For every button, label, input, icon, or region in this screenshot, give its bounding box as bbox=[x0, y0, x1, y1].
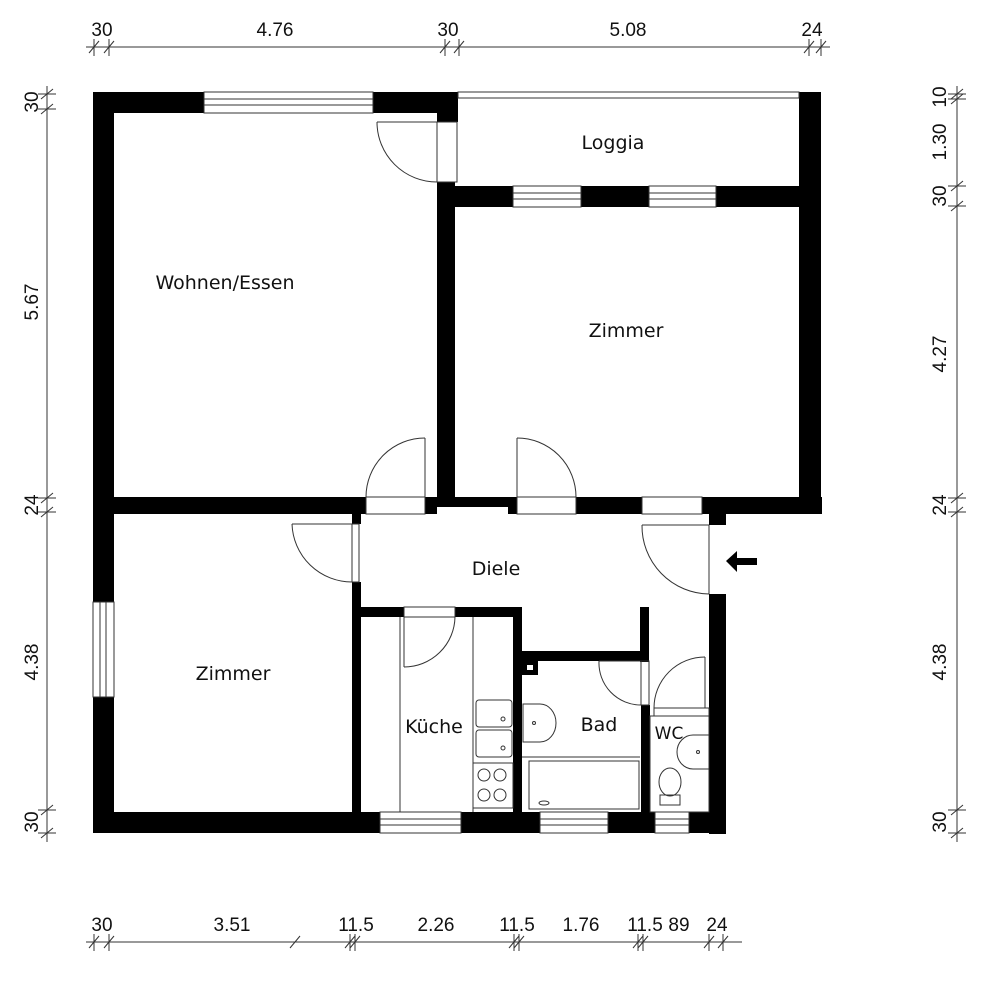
room-label-wohnen: Wohnen/Essen bbox=[155, 272, 294, 294]
room-label-loggia: Loggia bbox=[582, 132, 645, 154]
dim-bottom-8: 24 bbox=[706, 915, 728, 936]
dimension-left bbox=[38, 86, 56, 842]
door-zimmer-left bbox=[291, 523, 360, 583]
dim-right-6: 30 bbox=[930, 811, 951, 832]
dim-right-0: 10 bbox=[930, 86, 951, 107]
dim-bottom-0: 30 bbox=[91, 915, 112, 936]
room-label-zimmer-right: Zimmer bbox=[589, 320, 664, 342]
dim-bottom-3: 2.26 bbox=[418, 915, 455, 936]
room-label-wc: WC bbox=[655, 724, 684, 744]
doors bbox=[291, 121, 710, 717]
dim-left-2: 24 bbox=[22, 494, 43, 516]
entrance-door bbox=[641, 524, 710, 595]
door-bad bbox=[598, 660, 650, 706]
dim-bottom-4: 11.5 bbox=[499, 915, 535, 936]
dim-bottom-6: 11.5 bbox=[627, 915, 663, 936]
dim-bottom-2: 11.5 bbox=[338, 915, 374, 936]
dimension-top bbox=[86, 39, 830, 56]
stove-icon bbox=[472, 762, 514, 809]
dim-left-4: 30 bbox=[22, 811, 43, 832]
wc-fixtures bbox=[649, 715, 710, 813]
dim-bottom-1: 3.51 bbox=[214, 915, 251, 936]
wc-basin-icon bbox=[676, 734, 710, 770]
room-label-zimmer-left: Zimmer bbox=[196, 663, 271, 685]
dim-top-3: 5.08 bbox=[610, 20, 647, 41]
door-wc bbox=[653, 656, 710, 717]
door-wohnen-loggia bbox=[376, 121, 458, 183]
dim-left-0: 30 bbox=[22, 91, 43, 112]
room-label-diele: Diele bbox=[472, 558, 521, 580]
dim-left-3: 4.38 bbox=[22, 644, 43, 681]
entrance-arrow-icon bbox=[726, 551, 757, 572]
dim-bottom-7: 89 bbox=[668, 915, 689, 936]
dim-top-2: 30 bbox=[437, 20, 458, 41]
dim-right-5: 4.38 bbox=[930, 644, 951, 681]
dimension-bottom bbox=[86, 934, 742, 951]
opening-diele-top bbox=[641, 496, 703, 515]
door-kueche bbox=[403, 606, 456, 668]
dim-top-1: 4.76 bbox=[257, 20, 294, 41]
dim-right-2: 30 bbox=[930, 185, 951, 206]
toilet-icon bbox=[658, 767, 682, 797]
sink-icon bbox=[475, 699, 513, 728]
room-label-kueche: Küche bbox=[405, 716, 463, 738]
washbasin-icon bbox=[522, 703, 557, 743]
walls bbox=[93, 92, 822, 834]
door-wohnen-diele bbox=[365, 437, 426, 515]
dim-left-1: 5.67 bbox=[22, 284, 43, 321]
bathroom-fixtures bbox=[522, 703, 640, 810]
bathtub-icon bbox=[528, 760, 640, 810]
dim-top-0: 30 bbox=[91, 20, 112, 41]
dim-top-4: 24 bbox=[801, 20, 823, 41]
dim-right-1: 1.30 bbox=[930, 124, 951, 161]
kitchen-fixtures bbox=[399, 617, 514, 812]
dim-right-3: 4.27 bbox=[930, 336, 951, 373]
door-zimmer-diele bbox=[516, 437, 577, 515]
dim-bottom-5: 1.76 bbox=[563, 915, 600, 936]
room-label-bad: Bad bbox=[581, 714, 618, 736]
dim-right-4: 24 bbox=[930, 494, 951, 516]
dimension-right bbox=[948, 86, 966, 842]
